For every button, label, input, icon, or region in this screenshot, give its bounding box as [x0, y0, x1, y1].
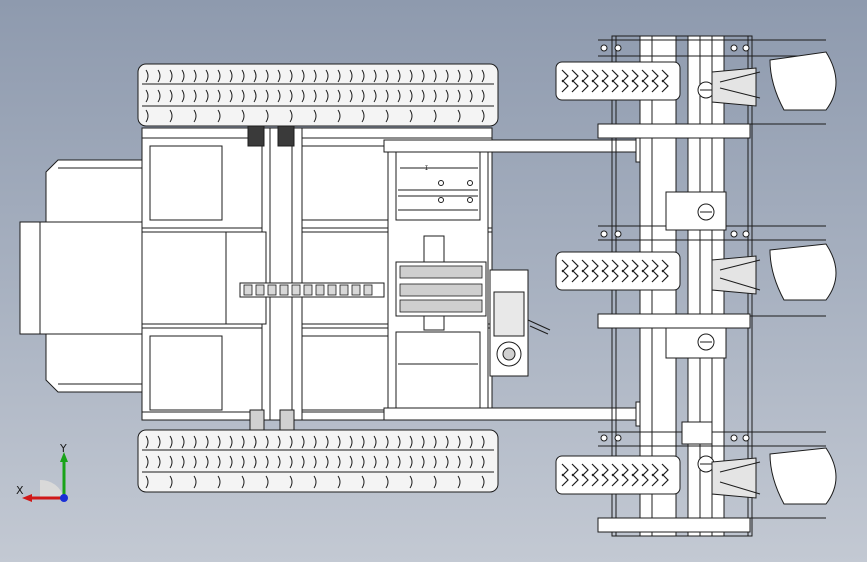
svg-text:ⵊ: ⵊ — [425, 165, 428, 172]
rear-motor-housing — [19, 159, 143, 393]
drive-chain — [239, 235, 487, 331]
track-top — [137, 63, 499, 147]
coordinate-triad — [10, 440, 80, 510]
module-bolts — [600, 44, 750, 442]
wheel-assembly-top — [555, 51, 837, 111]
x-axis-label: X — [16, 484, 24, 497]
wheel-assembly-bottom — [555, 447, 837, 505]
track-bottom — [137, 409, 499, 493]
wheel-assembly-middle — [555, 203, 837, 351]
y-axis-label: Y — [60, 442, 67, 455]
gear-motor — [489, 269, 551, 377]
